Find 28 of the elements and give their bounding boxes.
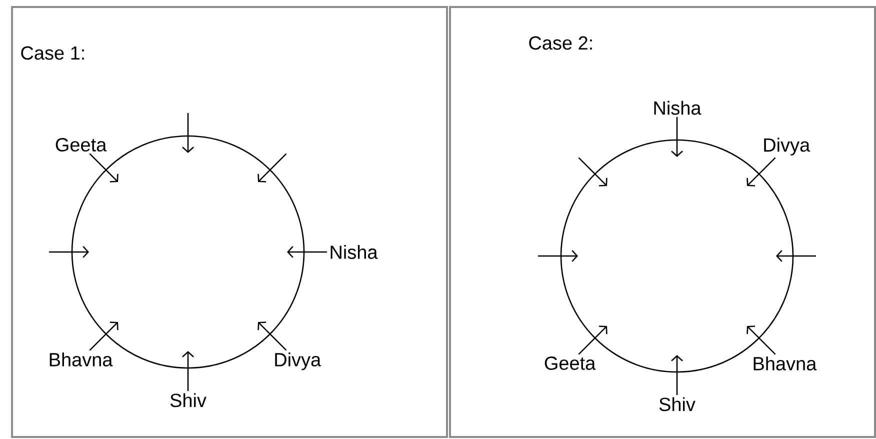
- arrow: [578, 157, 608, 186]
- name-label: Bhavna: [754, 356, 817, 370]
- name-label: Nisha: [654, 100, 702, 115]
- name-label: Shiv: [659, 397, 696, 412]
- arrow: [258, 153, 287, 182]
- name-label: Geeta: [56, 138, 107, 152]
- name-label: Nisha: [330, 245, 378, 259]
- arrow: [287, 246, 327, 258]
- arrow: [578, 326, 608, 355]
- name-label: Geeta: [544, 356, 596, 370]
- arrow: [49, 246, 90, 258]
- arrow: [258, 322, 287, 351]
- arrow: [538, 250, 578, 262]
- name-label: Bhavna: [50, 352, 113, 366]
- case-title: Case 2:: [529, 36, 592, 50]
- arrow: [776, 250, 816, 262]
- arrow: [182, 351, 194, 391]
- name-label: Divya: [275, 352, 322, 370]
- name-label: Shiv: [170, 393, 206, 408]
- arrow: [746, 157, 776, 186]
- case-title: Case 1:: [21, 46, 84, 60]
- arrow: [89, 322, 118, 351]
- arrow: [746, 326, 776, 355]
- arrow: [671, 355, 683, 395]
- arrow: [671, 117, 683, 157]
- arrow: [182, 113, 194, 153]
- name-label: Divya: [764, 138, 810, 156]
- arrow: [89, 153, 118, 182]
